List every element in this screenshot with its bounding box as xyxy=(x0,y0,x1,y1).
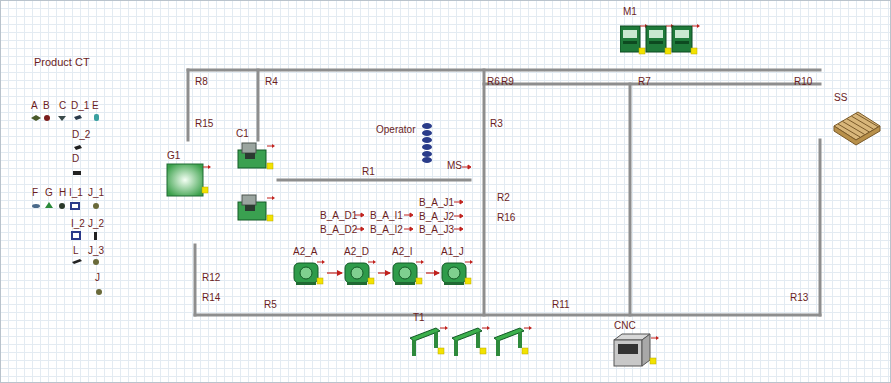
map-label: R6 xyxy=(487,76,500,87)
g1-icon xyxy=(166,163,214,198)
pallet-icon xyxy=(832,104,884,150)
map-label: B_A_J1 xyxy=(419,197,454,208)
object-name: C1 xyxy=(236,128,249,139)
map-label: B_A_D2 xyxy=(320,224,357,235)
source-generator: G1 xyxy=(166,150,214,198)
mach-icon xyxy=(440,258,474,290)
map-label: G xyxy=(45,187,53,198)
object-name: T1 xyxy=(413,312,425,323)
flow-arrow xyxy=(426,272,439,273)
map-label: I_2 xyxy=(71,218,85,229)
cnc-machine: CNC xyxy=(612,320,660,368)
map-label: J_3 xyxy=(88,245,104,256)
map-label: R14 xyxy=(202,292,220,303)
map-label: R12 xyxy=(202,272,220,283)
object-name: A2_D xyxy=(344,246,369,257)
map-label: R1 xyxy=(362,166,375,177)
map-label: R7 xyxy=(638,76,651,87)
mach-icon xyxy=(343,258,377,290)
flow-arrow xyxy=(327,272,342,273)
map-label: R11 xyxy=(552,299,570,310)
map-label: B_A_D1 xyxy=(320,210,357,221)
map-label: R9 xyxy=(501,76,514,87)
map-label: A xyxy=(31,100,38,111)
map-label: R13 xyxy=(790,292,808,303)
object-name: G1 xyxy=(167,150,180,161)
map-label: L xyxy=(73,245,79,256)
product-icons xyxy=(31,114,102,295)
assembly-machine: A2_D xyxy=(343,246,377,290)
map-label: R8 xyxy=(195,76,208,87)
map-label: R10 xyxy=(794,76,812,87)
bench3-icon xyxy=(410,324,538,362)
map-label: E xyxy=(92,100,99,111)
map-label: B_A_I2 xyxy=(370,224,403,235)
lathe2-icon xyxy=(236,140,280,232)
map-label: B_A_I1 xyxy=(370,210,403,221)
map-label: B_A_J3 xyxy=(419,224,454,235)
object-name: M1 xyxy=(623,6,637,17)
machine-group: M1 xyxy=(620,6,704,58)
assembly-machine: A2_A xyxy=(292,246,326,290)
m1-icon xyxy=(620,22,704,58)
map-label: J_2 xyxy=(88,218,104,229)
map-label: J xyxy=(95,272,100,283)
map-label: J_1 xyxy=(88,187,104,198)
mach-icon xyxy=(292,258,326,290)
work-bench: T1 xyxy=(410,312,538,362)
assembly-machine: A1_J xyxy=(440,246,474,290)
map-label: MS xyxy=(447,160,462,171)
object-name: A2_I xyxy=(392,246,413,257)
map-label: F xyxy=(32,187,38,198)
mach-icon xyxy=(391,258,425,290)
storage-pallet: SS xyxy=(832,92,884,150)
map-label: R16 xyxy=(497,212,515,223)
cnc-icon xyxy=(612,332,660,368)
map-label: I_1 xyxy=(69,187,83,198)
map-label: D_1 xyxy=(71,100,89,111)
object-name: A1_J xyxy=(441,246,464,257)
assembly-machine: A2_I xyxy=(391,246,425,290)
map-label: B xyxy=(43,100,50,111)
object-name: A2_A xyxy=(293,246,317,257)
map-label: R4 xyxy=(265,76,278,87)
operator-icon xyxy=(422,123,432,163)
map-label: Operator xyxy=(376,124,415,135)
map-label: R15 xyxy=(195,118,213,129)
map-label: R5 xyxy=(264,299,277,310)
map-label: B_A_J2 xyxy=(419,211,454,222)
map-label: H xyxy=(59,187,66,198)
object-name: SS xyxy=(834,92,847,103)
queue-arrows xyxy=(355,165,471,231)
map-label: Product CT xyxy=(34,56,90,68)
flow-arrow xyxy=(378,272,390,273)
map-label: R3 xyxy=(490,118,503,129)
object-name: CNC xyxy=(614,320,636,331)
map-label: R2 xyxy=(497,192,510,203)
roads xyxy=(188,70,820,315)
map-label: C xyxy=(59,100,66,111)
map-label: D xyxy=(72,153,79,164)
lathe-machine: C1 xyxy=(236,128,280,232)
map-label: D_2 xyxy=(72,129,90,140)
